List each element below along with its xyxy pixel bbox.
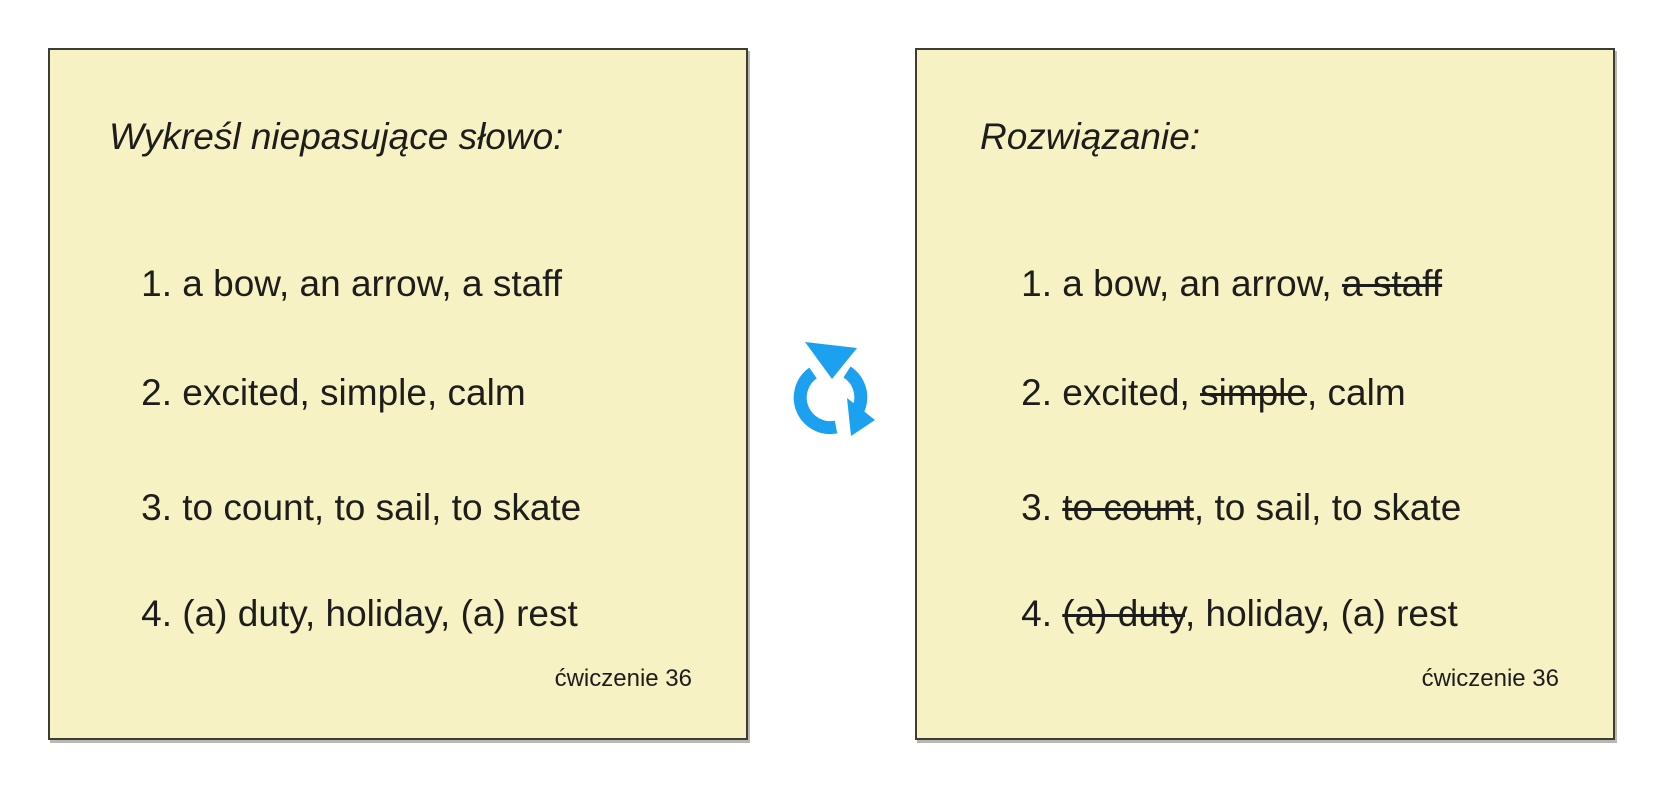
list-item: 4. (a) duty, holiday, (a) rest [100, 548, 578, 680]
struck-word: (a) duty [1062, 593, 1185, 634]
item-text: , calm [1306, 372, 1406, 413]
solution-card: Rozwiązanie: 1. a bow, an arrow, a staff… [915, 48, 1615, 740]
struck-word: simple [1200, 372, 1307, 413]
item-text: 3. [1021, 487, 1063, 528]
exercise-number: ćwiczenie 36 [1421, 665, 1559, 692]
exercise-card: Wykreśl niepasujące słowo: 1. a bow, an … [48, 48, 748, 740]
sync-arrows-glyph [793, 342, 875, 436]
list-item: 2. excited, simple, calm [980, 327, 1406, 459]
exercise-number: ćwiczenie 36 [554, 665, 692, 692]
item-text: 1. a bow, an arrow, [1021, 263, 1342, 304]
card-title: Wykreśl niepasujące słowo: [109, 116, 564, 157]
list-item: 4. (a) duty, holiday, (a) rest [980, 548, 1458, 680]
list-item: 3. to count, to sail, to skate [980, 442, 1461, 574]
item-text: 4. [1021, 593, 1063, 634]
item-text: , to sail, to skate [1193, 487, 1462, 528]
item-text: 2. excited, [1021, 372, 1201, 413]
struck-word: to count [1062, 487, 1194, 528]
item-text: 2. excited, simple, calm [141, 372, 526, 413]
list-item: 3. to count, to sail, to skate [100, 442, 581, 574]
card-title: Rozwiązanie: [980, 116, 1201, 157]
struck-word: a staff [1341, 263, 1443, 304]
sync-icon[interactable] [783, 333, 879, 448]
item-text: , holiday, (a) rest [1184, 593, 1458, 634]
list-item: 1. a bow, an arrow, a staff [980, 218, 1442, 350]
list-item: 2. excited, simple, calm [100, 327, 526, 459]
list-item: 1. a bow, an arrow, a staff [100, 218, 562, 350]
item-text: 4. (a) duty, holiday, (a) rest [141, 593, 578, 634]
item-text: 3. to count, to sail, to skate [141, 487, 582, 528]
item-text: 1. a bow, an arrow, a staff [141, 263, 563, 304]
